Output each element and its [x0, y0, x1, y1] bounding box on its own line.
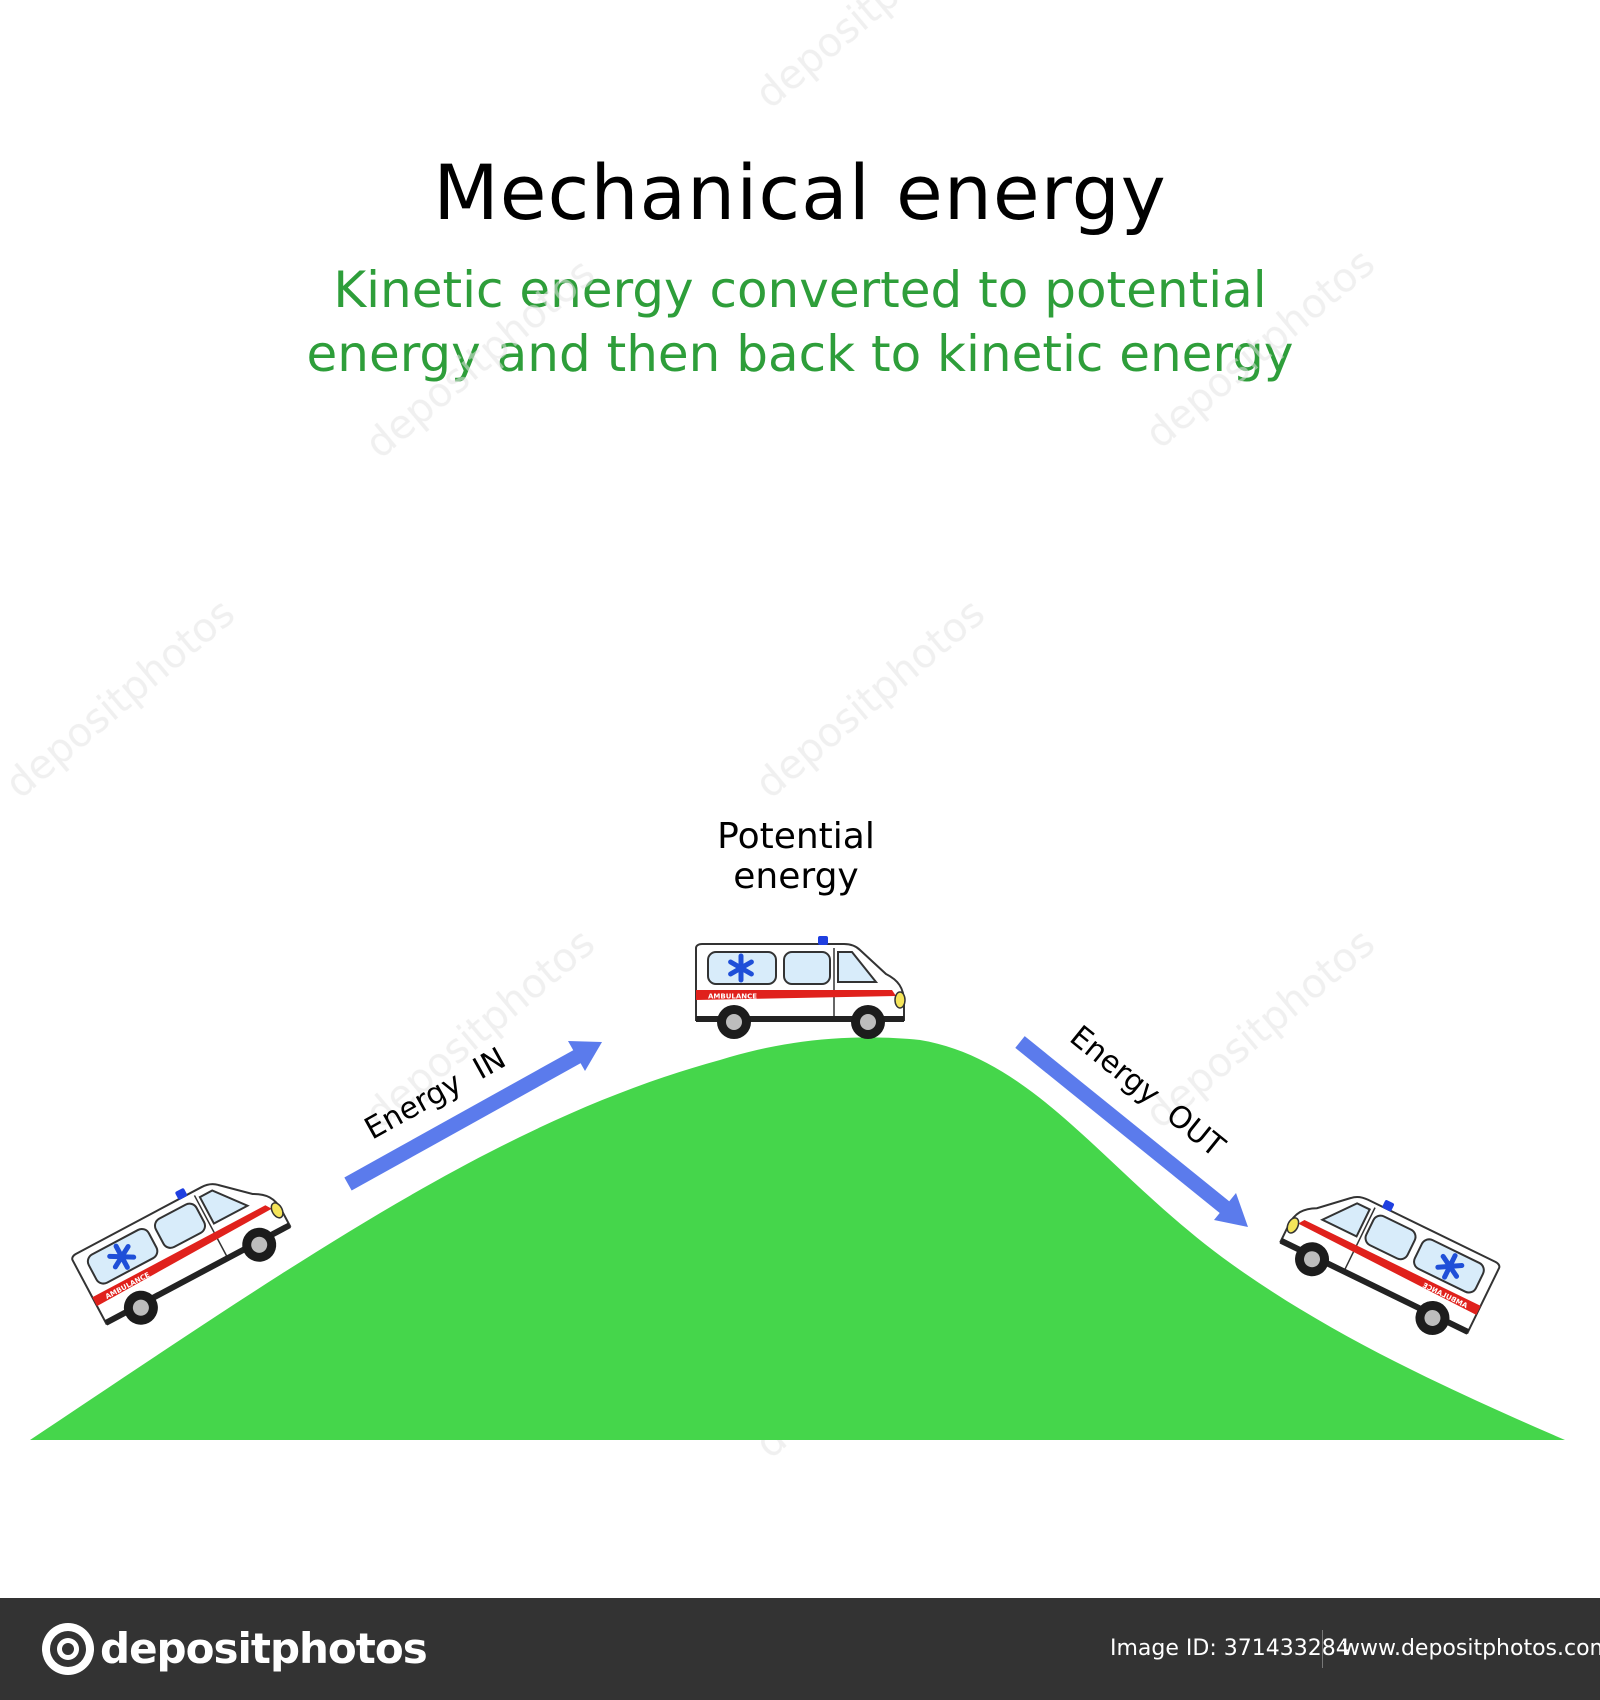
camera-logo-icon [42, 1623, 94, 1675]
svg-text:depositphotos: depositphotos [357, 250, 604, 468]
svg-text:depositphotos: depositphotos [747, 0, 994, 118]
brand-logo: depositphotos [100, 1624, 428, 1673]
diagram-svg: AMBULANCE depositphotos depositphotos de… [0, 0, 1565, 1468]
peak-label-line-2: energy [733, 856, 858, 897]
svg-text:depositphotos: depositphotos [747, 590, 994, 808]
footer-divider [1322, 1630, 1323, 1668]
peak-label-line-1: Potential [717, 816, 875, 857]
energy-out-arrow [1015, 1036, 1248, 1227]
ambulance-top [696, 936, 905, 1039]
subtitle-line-1: Kinetic energy converted to potential [333, 261, 1267, 319]
svg-text:depositphotos: depositphotos [0, 590, 244, 808]
subtitle-line-2: energy and then back to kinetic energy [306, 325, 1294, 383]
site-url: www.depositphotos.com [1342, 1636, 1600, 1661]
diagram-title: Mechanical energy [433, 148, 1167, 237]
image-id: Image ID: 371433284 [1110, 1636, 1350, 1661]
watermark-footer: depositphotos Image ID: 371433284 www.de… [0, 1598, 1600, 1700]
svg-text:depositphotos: depositphotos [1137, 240, 1384, 458]
diagram-subtitle: Kinetic energy converted to potential en… [0, 258, 1600, 386]
hill [30, 1037, 1565, 1440]
energy-in-arrow [344, 1041, 602, 1191]
